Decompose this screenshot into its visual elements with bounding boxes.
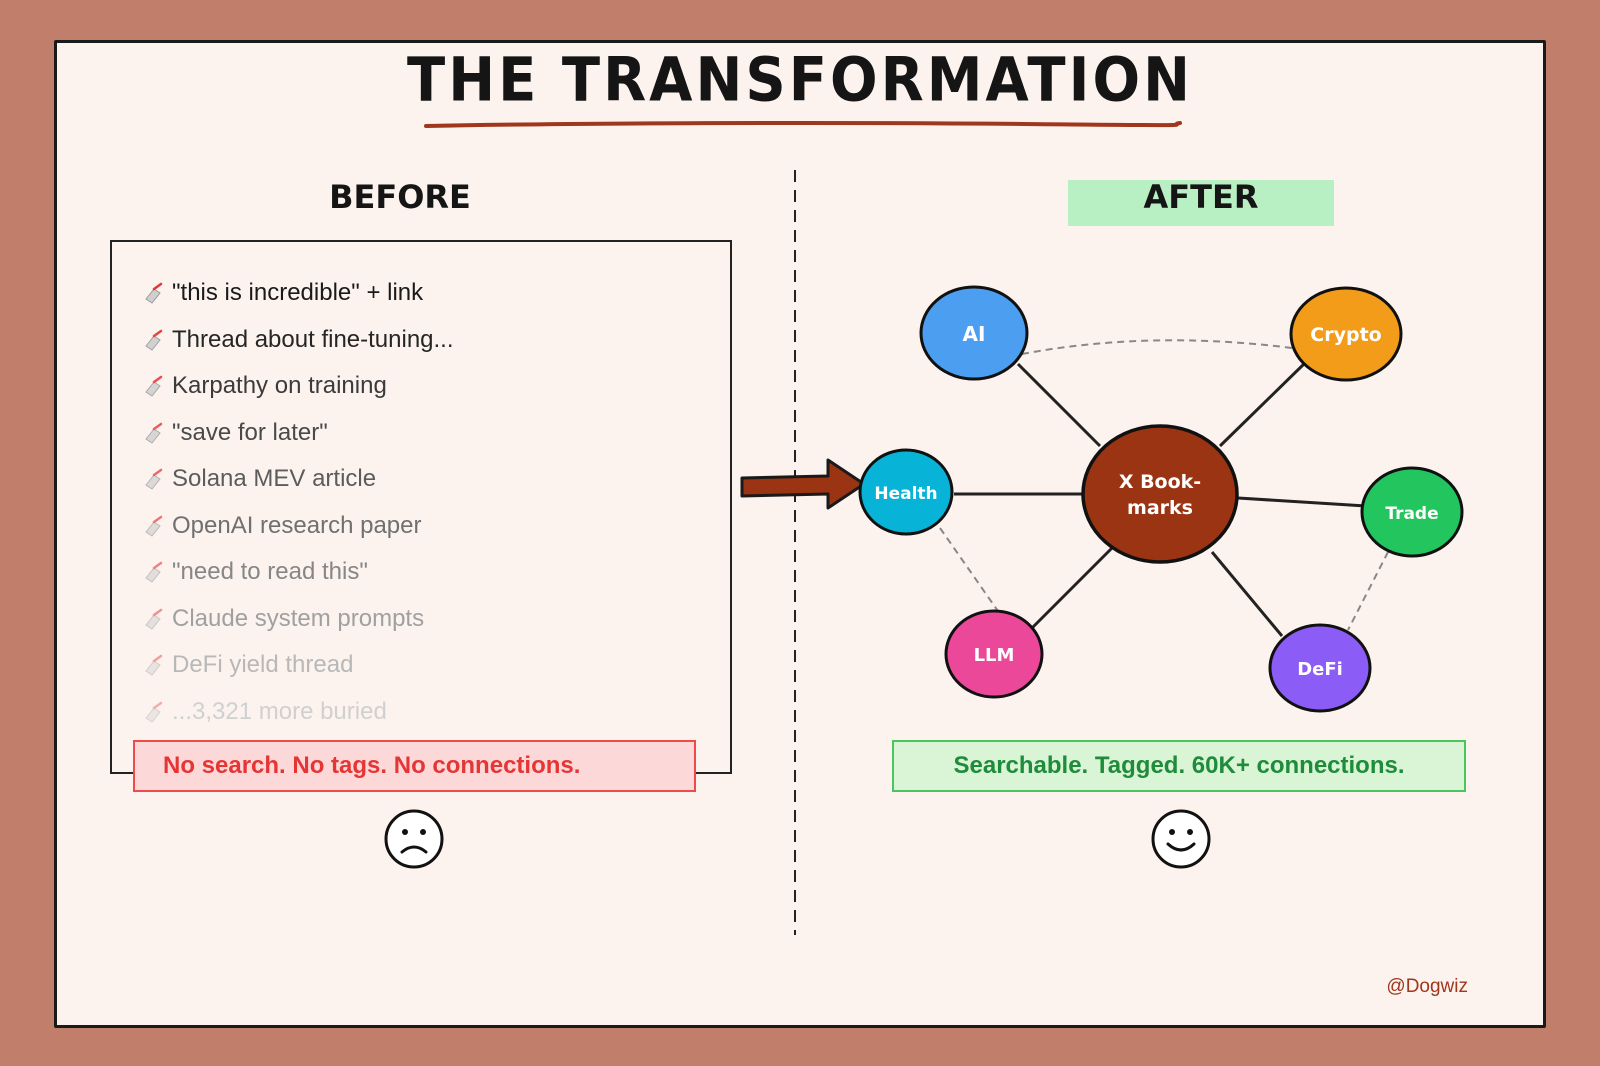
after-heading-highlight	[1068, 180, 1334, 226]
bookmark-item: Solana MEV article	[140, 456, 454, 503]
node-defi: DeFi	[1268, 623, 1372, 713]
center-divider	[794, 170, 796, 935]
bookmark-item: "need to read this"	[140, 549, 454, 596]
bookmark-item: DeFi yield thread	[140, 642, 454, 689]
before-heading: BEFORE	[329, 178, 471, 216]
bookmark-text: OpenAI research paper	[172, 511, 422, 539]
page-title: THE TRANSFORMATION	[407, 45, 1193, 116]
node-ai: AI	[919, 285, 1029, 381]
title-underline	[424, 120, 1182, 128]
node-health-label: Health	[874, 484, 937, 504]
pushpin-icon	[145, 422, 163, 444]
pushpin-icon	[145, 283, 163, 304]
bookmark-item: Thread about fine-tuning...	[140, 317, 454, 364]
bookmark-item: "this is incredible" + link	[140, 270, 454, 317]
pushpin-icon	[145, 655, 163, 676]
bookmark-text: Solana MEV article	[172, 465, 377, 493]
link-center-defi	[1210, 551, 1284, 637]
center-label-line2: marks	[1127, 497, 1193, 519]
bookmark-item: Claude system prompts	[140, 596, 454, 643]
bookmark-text: ...3,321 more buried	[172, 697, 387, 725]
before-list-box	[110, 240, 732, 774]
pushpin-icon	[145, 608, 163, 630]
author-handle: @Dogwiz	[1386, 976, 1468, 997]
node-ai-label: AI	[963, 322, 986, 346]
pushpin-icon	[145, 469, 163, 490]
link-center-crypto	[1218, 360, 1308, 448]
after-heading: AFTER	[1143, 178, 1259, 216]
pushpin-icon	[145, 701, 163, 723]
bookmark-item: OpenAI research paper	[140, 503, 454, 550]
happy-face-icon	[1151, 809, 1211, 869]
after-summary: Searchable. Tagged. 60K+ connections.	[892, 740, 1466, 792]
link-center-llm	[1030, 546, 1114, 630]
node-health: Health	[858, 448, 954, 536]
before-summary: No search. No tags. No connections.	[133, 740, 696, 792]
dashed-link-ai-crypto	[1021, 339, 1293, 355]
bookmark-item: "save for later"	[140, 410, 454, 457]
pushpin-icon	[145, 376, 163, 397]
node-defi-label: DeFi	[1297, 659, 1343, 680]
sad-face-icon	[384, 809, 444, 869]
transform-arrow	[740, 458, 866, 510]
bookmark-item: ...3,321 more buried	[140, 689, 454, 736]
center-node-x-bookmarks: X Book- marks	[1081, 424, 1239, 564]
node-trade: Trade	[1360, 466, 1464, 558]
bookmark-text: "need to read this"	[172, 558, 368, 586]
pushpin-icon	[145, 329, 163, 351]
bookmark-text: Thread about fine-tuning...	[172, 325, 454, 353]
bookmark-text: "save for later"	[172, 418, 328, 446]
bookmark-item: Karpathy on training	[140, 363, 454, 410]
bookmark-text: Karpathy on training	[172, 372, 387, 400]
bookmark-text: DeFi yield thread	[172, 651, 354, 679]
node-crypto: Crypto	[1289, 286, 1403, 382]
pushpin-icon	[145, 515, 163, 537]
bookmark-text: Claude system prompts	[172, 604, 425, 632]
link-center-ai	[1016, 362, 1102, 448]
node-llm-label: LLM	[974, 645, 1015, 666]
pushpin-icon	[145, 562, 163, 583]
node-llm: LLM	[944, 609, 1044, 699]
dashed-link-health-llm	[939, 527, 1001, 615]
node-trade-label: Trade	[1385, 504, 1438, 524]
link-center-trade	[1237, 496, 1367, 508]
bookmark-text: "this is incredible" + link	[172, 279, 424, 307]
dashed-link-trade-defi	[1347, 551, 1389, 631]
node-crypto-label: Crypto	[1310, 324, 1381, 346]
center-label-line1: X Book-	[1119, 471, 1201, 493]
